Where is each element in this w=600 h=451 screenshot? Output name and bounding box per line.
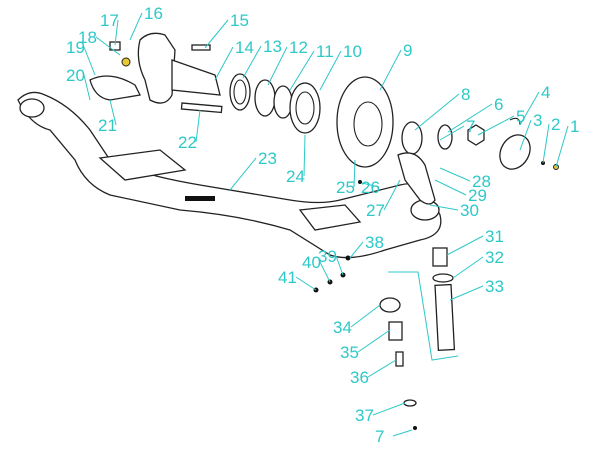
leader-line (434, 179, 467, 196)
callout-11: 11 (316, 42, 334, 61)
callout-2: 2 (551, 115, 560, 134)
leader-line (452, 256, 484, 279)
callout-labels: 1234567891011121314151617181920212223242… (66, 4, 579, 446)
callout-7: 7 (375, 427, 384, 446)
leader-line (83, 46, 96, 76)
leader-line (129, 12, 143, 41)
leader-line (109, 99, 117, 126)
leader-line (446, 235, 484, 256)
leader-line (289, 50, 315, 91)
steering-arm (358, 152, 436, 205)
leader-line (367, 359, 397, 378)
callout-6: 6 (494, 95, 503, 114)
leader-line (439, 167, 471, 182)
leader-line (429, 204, 459, 211)
leader-line (95, 36, 121, 56)
callout-30: 30 (460, 201, 479, 220)
leader-line (229, 157, 257, 191)
callout-31: 31 (485, 227, 504, 246)
leader-line (353, 159, 356, 188)
hub-parts (229, 73, 559, 170)
steering-knuckle (89, 32, 223, 114)
callout-33: 33 (485, 277, 504, 296)
callout-24: 24 (286, 167, 305, 186)
callout-27: 27 (366, 201, 385, 220)
leader-line (214, 46, 234, 81)
leader-line (319, 261, 331, 283)
callout-10: 10 (343, 42, 362, 61)
callout-7: 7 (466, 117, 475, 136)
kingpin-parts (313, 247, 459, 430)
leader-line (319, 50, 342, 91)
leader-line (555, 125, 569, 168)
callout-40: 40 (302, 253, 321, 272)
callout-22: 22 (178, 133, 197, 152)
callout-20: 20 (66, 66, 85, 85)
leader-line (361, 182, 380, 188)
leader-line (414, 93, 460, 131)
leader-line (477, 115, 515, 136)
callout-26: 26 (361, 178, 380, 197)
leader-line (303, 134, 306, 177)
callout-1: 1 (570, 117, 579, 136)
leader-line (449, 285, 484, 301)
leader-line (372, 402, 406, 416)
callout-18: 18 (78, 28, 97, 47)
leader-line (195, 109, 201, 143)
callout-17: 17 (100, 11, 119, 30)
leader-line (114, 19, 119, 46)
callout-8: 8 (461, 85, 470, 104)
callout-14: 14 (235, 38, 254, 57)
callout-36: 36 (350, 368, 369, 387)
leader-line (392, 429, 413, 437)
callout-13: 13 (263, 37, 282, 56)
callout-3: 3 (533, 111, 542, 130)
callout-19: 19 (66, 38, 85, 57)
leader-line (447, 103, 493, 133)
leader-line (383, 179, 401, 211)
callout-39: 39 (318, 247, 337, 266)
callout-21: 21 (98, 116, 117, 135)
leader-line (379, 49, 402, 91)
callout-37: 37 (355, 406, 374, 425)
callout-5: 5 (516, 107, 525, 126)
callout-23: 23 (258, 149, 277, 168)
leader-line (267, 46, 288, 86)
callout-16: 16 (144, 4, 163, 23)
callout-41: 41 (278, 268, 297, 287)
leader-line (335, 255, 344, 276)
callout-34: 34 (333, 318, 352, 337)
callout-38: 38 (365, 233, 384, 252)
leader-line (83, 74, 91, 101)
callout-15: 15 (230, 11, 249, 30)
leader-line (295, 276, 317, 291)
callout-4: 4 (541, 83, 550, 102)
leader-line (349, 241, 364, 259)
leader-line (439, 125, 465, 141)
leader-line (242, 45, 262, 79)
callout-28: 28 (472, 172, 491, 191)
leader-line (357, 329, 391, 353)
callout-12: 12 (289, 38, 308, 57)
leader-line (204, 19, 229, 49)
callout-25: 25 (336, 178, 355, 197)
callout-35: 35 (340, 343, 359, 362)
leader-line (542, 123, 550, 164)
callout-9: 9 (403, 41, 412, 60)
leader-line (350, 304, 381, 328)
leader-line (519, 119, 532, 151)
callout-32: 32 (485, 248, 504, 267)
leader-line (519, 91, 540, 126)
callout-29: 29 (468, 186, 487, 205)
